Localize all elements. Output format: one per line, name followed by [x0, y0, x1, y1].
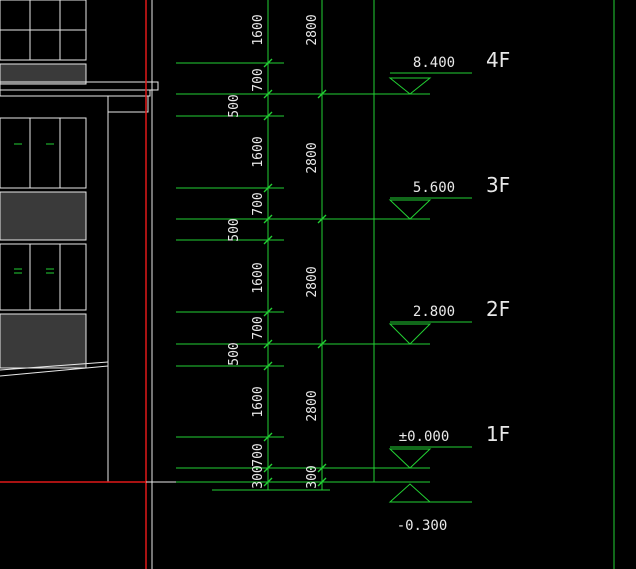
- triangle-down-icon: [388, 323, 432, 345]
- floor-slab: [0, 89, 151, 97]
- dim-window-3f: 1600: [251, 136, 266, 167]
- hatched-wall-band: [0, 313, 87, 369]
- elevation-values: 8.400 5.600 2.800 ±0.000 -0.300: [397, 55, 455, 534]
- window-glazing-marks: [14, 143, 54, 274]
- elevation-1f: ±0.000: [399, 429, 450, 445]
- window-band: [0, 117, 87, 189]
- floor-labels: 4F 3F 2F 1F: [486, 48, 510, 446]
- elevation-ground: -0.300: [397, 518, 448, 534]
- floor-label-3f: 3F: [486, 173, 510, 197]
- dimension-lines: [176, 0, 615, 569]
- triangle-up-icon: [388, 483, 432, 503]
- dim-wall-4f: 700: [251, 68, 266, 91]
- dim-window-4f: 1600: [251, 14, 266, 45]
- dim-plinth-right: 300: [305, 465, 320, 488]
- triangle-down-icon: [388, 77, 432, 95]
- triangle-down-icon: [388, 199, 432, 220]
- dim-floor-height-4f: 2800: [305, 14, 320, 45]
- dim-wall-2f: 700: [251, 316, 266, 339]
- dim-plinth-left: 300: [251, 465, 266, 488]
- elevation-3f: 5.600: [413, 180, 455, 196]
- building-facade: [0, 0, 159, 482]
- dim-window-2f: 1600: [251, 262, 266, 293]
- canopy-beam: [107, 95, 149, 113]
- dim-window-1f: 1600: [251, 386, 266, 417]
- window-band: [0, 243, 87, 311]
- dim-wall-3f: 700: [251, 192, 266, 215]
- dim-slab-2f: 500: [227, 218, 242, 241]
- elevation-markers: [388, 72, 472, 503]
- dim-floor-height-1f: 2800: [305, 390, 320, 421]
- hatched-wall-band: [0, 63, 87, 85]
- floor-label-4f: 4F: [486, 48, 510, 72]
- dim-slab-1f: 500: [227, 342, 242, 365]
- floor-label-1f: 1F: [486, 422, 510, 446]
- dim-slab-3f: 500: [227, 94, 242, 117]
- floor-label-2f: 2F: [486, 297, 510, 321]
- elevation-4f: 8.400: [413, 55, 455, 71]
- elevation-2f: 2.800: [413, 304, 455, 320]
- dim-base-700: 700: [251, 443, 266, 466]
- dim-floor-height-3f: 2800: [305, 142, 320, 173]
- reference-axis: [0, 0, 147, 569]
- dim-floor-height-2f: 2800: [305, 266, 320, 297]
- hatched-wall-band: [0, 191, 87, 241]
- triangle-down-icon: [388, 448, 432, 469]
- dimension-texts: 1600 700 500 1600 700 500 1600 700 500 1…: [227, 14, 320, 488]
